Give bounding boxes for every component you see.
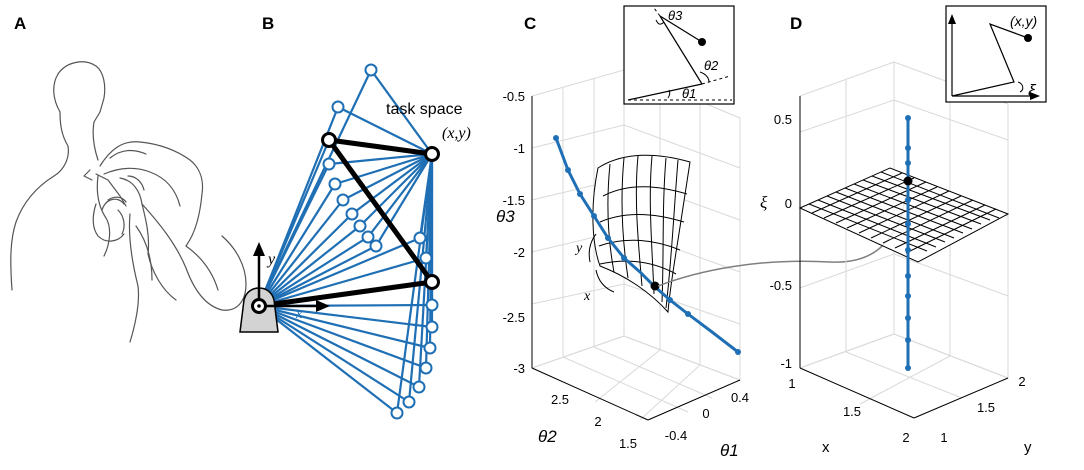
inset-d-coords: (x,y) <box>1010 13 1037 29</box>
svg-text:2: 2 <box>902 430 909 445</box>
svg-text:-2.5: -2.5 <box>503 310 525 325</box>
svg-text:1.5: 1.5 <box>619 436 637 451</box>
joint-space-inset <box>623 5 735 105</box>
svg-text:2: 2 <box>594 414 601 429</box>
person-sketch <box>10 61 247 343</box>
mesh-x-label: x <box>583 289 591 304</box>
svg-text:0: 0 <box>702 406 709 421</box>
panel-letter-c: C <box>524 14 537 33</box>
joint-space-trajectory-points <box>553 135 741 355</box>
highlighted-arm <box>258 132 440 309</box>
task-space-coords: (x,y) <box>442 125 471 142</box>
joint-space-theta2-ticks: 2.5 2 1.5 <box>551 392 637 451</box>
svg-text:-1: -1 <box>513 141 525 156</box>
joint-space-theta1-ticks: -0.4 0 0.4 <box>665 390 749 443</box>
task-space-y-ticks: 1 1.5 2 <box>940 374 1025 445</box>
task-space-z-label: ξ <box>760 193 768 212</box>
task-space-null-points <box>905 115 911 371</box>
task-space-inset <box>945 5 1047 103</box>
task-space-current-point <box>903 176 913 186</box>
joint-space-trajectory <box>554 137 739 354</box>
svg-text:-3: -3 <box>513 361 525 376</box>
mesh-y-label: y <box>574 241 583 256</box>
svg-text:-2: -2 <box>513 245 525 260</box>
panel-letter-b: B <box>262 14 275 33</box>
panel-letter-a: A <box>14 14 27 33</box>
inset-theta1: θ1 <box>682 86 696 101</box>
task-space-label: task space <box>386 101 463 118</box>
svg-text:2: 2 <box>1018 374 1025 389</box>
svg-text:-0.4: -0.4 <box>665 428 687 443</box>
task-space-x-label: x <box>822 439 830 456</box>
arm-elbow-joints <box>322 63 439 420</box>
task-space-y-label: y <box>1024 439 1032 456</box>
svg-text:1: 1 <box>788 376 795 391</box>
svg-text:2.5: 2.5 <box>551 392 569 407</box>
joint-space-theta2-label: θ2 <box>538 427 557 446</box>
svg-text:0.4: 0.4 <box>731 390 749 405</box>
arm-base <box>239 242 330 333</box>
base-axis-y-label: y <box>266 251 276 268</box>
task-space-x-ticks: 1 1.5 2 <box>788 376 909 445</box>
joint-space-theta1-label: θ1 <box>720 441 739 460</box>
joint-space-box-edges <box>531 96 741 421</box>
joint-space-current-point <box>650 281 660 291</box>
svg-text:1.5: 1.5 <box>977 400 995 415</box>
svg-text:-0.5: -0.5 <box>503 89 525 104</box>
task-space-plane <box>798 167 1010 263</box>
panel-letter-d: D <box>790 14 803 33</box>
svg-text:-1: -1 <box>780 356 792 371</box>
svg-text:1.5: 1.5 <box>843 404 861 419</box>
task-space-box-edges <box>799 96 1009 419</box>
mesh-arrow-x <box>595 269 615 293</box>
inset-theta3: θ3 <box>668 8 683 23</box>
task-space-z-ticks: 0.5 0 -0.5 -1 <box>770 112 792 371</box>
svg-text:0.5: 0.5 <box>774 112 792 127</box>
mesh-arrow-y <box>588 233 597 263</box>
joint-space-mesh <box>592 154 691 314</box>
inset-d-xi: ξ <box>1028 81 1037 100</box>
svg-text:0: 0 <box>785 196 792 211</box>
joint-space-z-ticks: -0.5 -1 -1.5 -2 -2.5 -3 <box>503 89 525 376</box>
arm-configurations <box>257 69 434 414</box>
inset-theta2: θ2 <box>704 58 719 73</box>
joint-space-z-label: θ3 <box>496 207 515 226</box>
svg-text:-1.5: -1.5 <box>503 193 525 208</box>
svg-text:1: 1 <box>940 430 947 445</box>
svg-text:-0.5: -0.5 <box>770 278 792 293</box>
base-axis-x-label: x <box>295 307 303 322</box>
